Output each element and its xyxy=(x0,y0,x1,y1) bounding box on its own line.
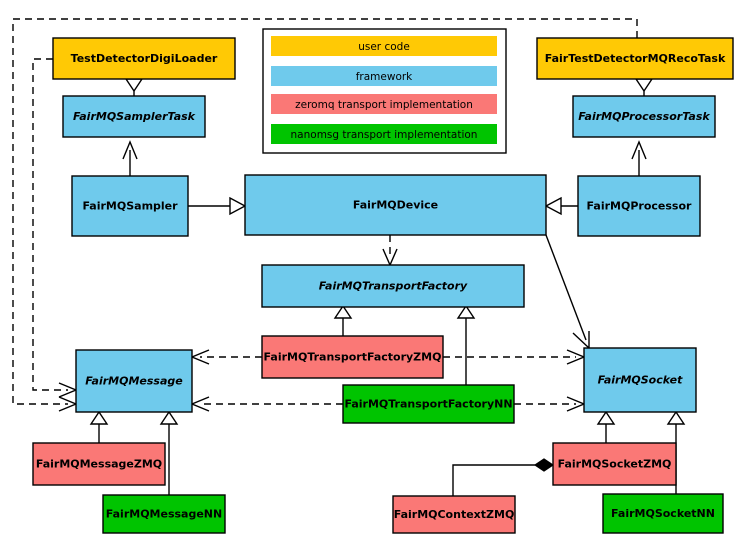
class-box-fairmqsocketzmq[interactable]: FairMQSocketZMQ xyxy=(552,442,677,486)
class-box-label: TestDetectorDigiLoader xyxy=(71,52,218,65)
edge-socketzmq-to-socket xyxy=(596,410,616,443)
edge-messagezmq-to-message xyxy=(89,410,109,443)
class-box-fairmqsocket[interactable]: FairMQSocket xyxy=(583,347,697,413)
class-box-label: FairMQSocketNN xyxy=(611,507,715,520)
class-box-fairmqprocessor[interactable]: FairMQProcessor xyxy=(577,175,701,237)
class-box-rect xyxy=(583,347,697,413)
class-box-rect xyxy=(52,37,236,80)
class-box-rect xyxy=(244,174,547,236)
class-box-fairmqdevice[interactable]: FairMQDevice xyxy=(244,174,547,236)
class-box-rect xyxy=(392,495,516,534)
class-box-label: FairTestDetectorMQRecoTask xyxy=(545,52,726,65)
class-box-rect xyxy=(62,95,206,138)
class-box-fairmqtransportfactorynn[interactable]: FairMQTransportFactoryNN xyxy=(342,384,515,424)
class-box-fairmqmessagenn[interactable]: FairMQMessageNN xyxy=(102,494,226,534)
class-box-label: FairMQSocket xyxy=(598,374,684,387)
edge-processor-to-processortask xyxy=(631,140,647,176)
legend-swatch-nanomsg xyxy=(271,124,497,144)
class-box-fairmqtransportfactory[interactable]: FairMQTransportFactory xyxy=(261,264,525,308)
edge-factoryzmq-to-factory xyxy=(333,304,353,336)
edges-layer xyxy=(12,18,686,496)
class-box-rect xyxy=(261,264,525,308)
legend-label-zeromq: zeromq transport implementation xyxy=(295,99,473,111)
class-box-rect xyxy=(71,175,189,237)
legend-item-zeromq: zeromq transport implementation xyxy=(271,94,497,114)
legend-item-user-code: user code xyxy=(271,36,497,56)
class-box-fairmqtransportfactoryzmq[interactable]: FairMQTransportFactoryZMQ xyxy=(261,335,444,379)
class-box-rect xyxy=(577,175,701,237)
class-box-label: FairMQDevice xyxy=(353,199,438,212)
class-box-rect xyxy=(342,384,515,424)
nodes-layer: TestDetectorDigiLoader FairTestDetectorMQ… xyxy=(32,37,734,534)
edge-factorynn-to-factory xyxy=(456,304,476,385)
legend-label-framework: framework xyxy=(356,71,413,83)
class-box-label: FairMQMessageNN xyxy=(106,508,222,521)
class-box-fairmqmessagezmq[interactable]: FairMQMessageZMQ xyxy=(32,442,166,486)
class-box-label: FairMQMessage xyxy=(85,375,183,388)
class-box-rect xyxy=(536,37,734,80)
legend-item-framework: framework xyxy=(271,66,497,86)
class-box-label: FairMQTransportFactoryNN xyxy=(344,398,512,411)
class-box-fairmqprocessortask[interactable]: FairMQProcessorTask xyxy=(572,95,716,138)
class-box-label: FairMQTransportFactoryZMQ xyxy=(264,351,442,364)
class-box-rect xyxy=(102,494,226,534)
class-box-label: FairMQSamplerTask xyxy=(73,110,196,123)
edge-sampler-to-samplertask xyxy=(122,140,138,176)
class-box-fairmqsocketnn[interactable]: FairMQSocketNN xyxy=(602,493,724,534)
edge-messagenn-to-message xyxy=(159,410,179,495)
class-box-label: FairMQTransportFactory xyxy=(319,280,468,293)
class-box-label: FairMQMessageZMQ xyxy=(36,458,162,471)
class-box-rect xyxy=(572,95,716,138)
legend: user code framework zeromq transport imp… xyxy=(262,28,507,154)
class-box-label: FairMQProcessorTask xyxy=(578,110,710,123)
class-box-label: FairMQProcessor xyxy=(587,200,692,213)
edge-samplertask-to-digiloader xyxy=(124,78,144,96)
edge-factorynn-to-message xyxy=(190,396,343,412)
class-box-rect xyxy=(602,493,724,534)
legend-swatch-zeromq xyxy=(271,94,497,114)
class-box-fairmqsampler[interactable]: FairMQSampler xyxy=(71,175,189,237)
edge-device-to-socket xyxy=(545,234,590,350)
class-box-fairmqsamplertask[interactable]: FairMQSamplerTask xyxy=(62,95,206,138)
legend-swatch-framework xyxy=(271,66,497,86)
legend-label-nanomsg: nanomsg transport implementation xyxy=(291,129,478,141)
edge-processor-to-device xyxy=(544,196,578,216)
edge-factoryzmq-to-socket xyxy=(443,349,586,365)
class-box-label: FairMQSocketZMQ xyxy=(558,458,672,471)
class-box-fairmqmessage[interactable]: FairMQMessage xyxy=(75,349,193,413)
edge-device-to-transportfactory xyxy=(382,235,398,267)
legend-swatch-user-code xyxy=(271,36,497,56)
edge-sampler-to-device xyxy=(188,196,247,216)
class-box-label: FairMQContextZMQ xyxy=(394,508,515,521)
class-box-testdetectordigiloader[interactable]: TestDetectorDigiLoader xyxy=(52,37,236,80)
legend-label-user-code: user code xyxy=(358,41,410,53)
class-box-rect xyxy=(32,442,166,486)
class-box-rect xyxy=(552,442,677,486)
class-box-rect xyxy=(261,335,444,379)
class-box-rect xyxy=(75,349,193,413)
legend-item-nanomsg: nanomsg transport implementation xyxy=(271,124,497,144)
class-box-fairtestdetectormqrecotask[interactable]: FairTestDetectorMQRecoTask xyxy=(536,37,734,80)
edge-contextzmq-to-socketzmq xyxy=(452,458,555,496)
class-box-label: FairMQSampler xyxy=(82,200,178,213)
edge-processortask-to-recotask xyxy=(634,78,654,96)
edge-factoryzmq-to-message xyxy=(190,349,262,365)
class-box-fairmqcontextzmq[interactable]: FairMQContextZMQ xyxy=(392,495,516,534)
edge-factorynn-to-socket xyxy=(514,396,586,412)
